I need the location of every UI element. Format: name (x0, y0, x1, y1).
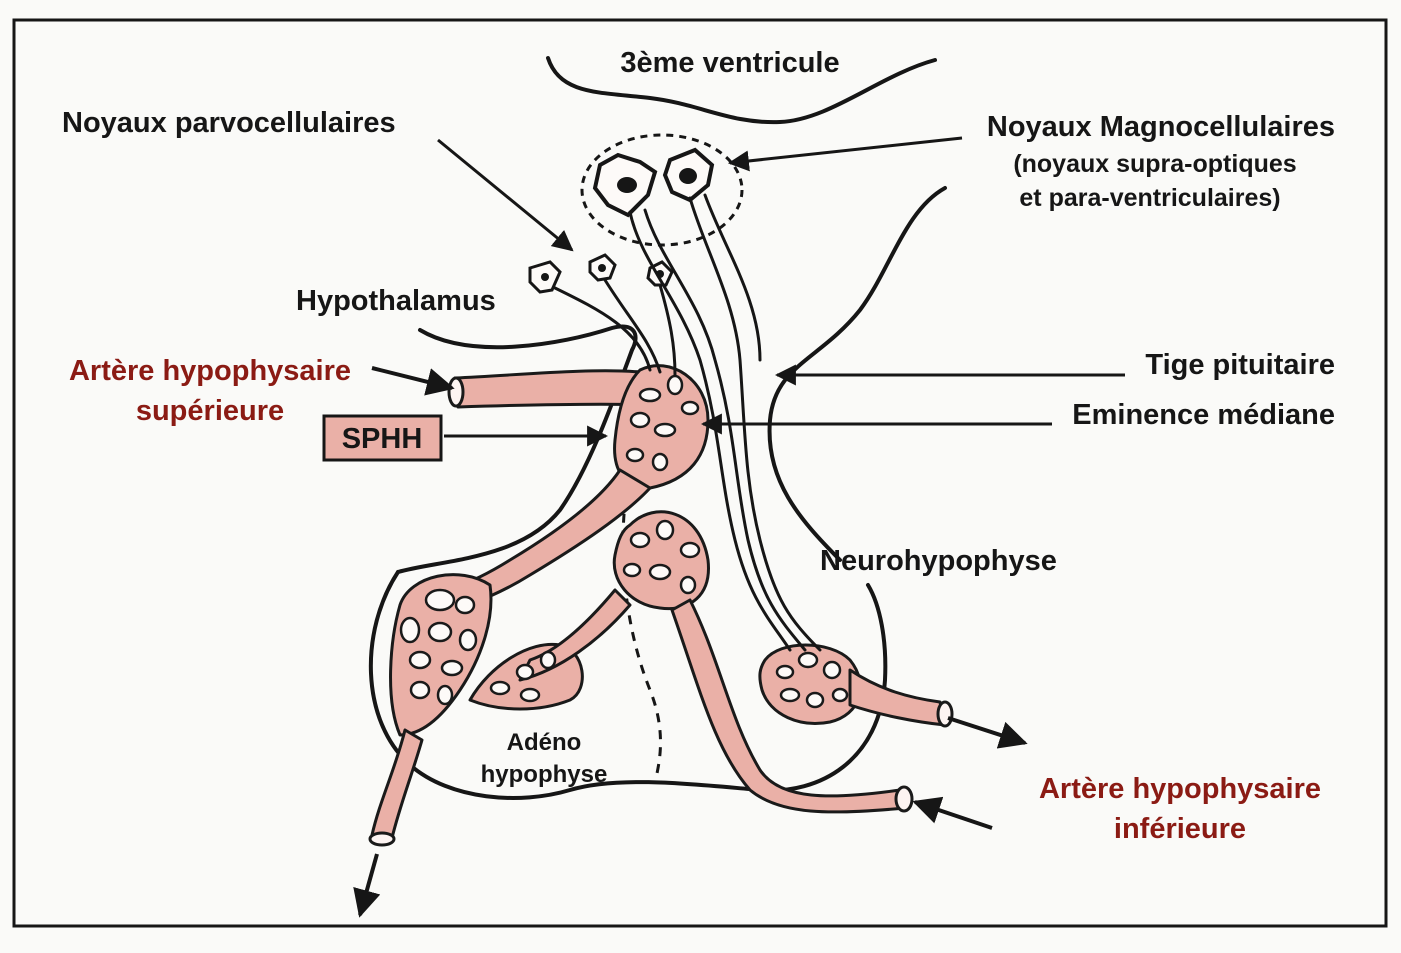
label-inferior-artery-1: Artère hypophysaire (1039, 773, 1321, 805)
label-hypothalamus: Hypothalamus (296, 285, 496, 317)
stalk-right-contour (767, 186, 947, 562)
third-ventricle-outline (546, 56, 937, 125)
pituitary-outline (368, 570, 888, 800)
label-adenohypophysis-1: Adéno (507, 729, 582, 756)
inferior-artery-end (894, 785, 914, 813)
label-magnocellular-detail-1: (noyaux supra-optiques (1013, 150, 1296, 178)
label-adenohypophysis-2: hypophyse (481, 761, 608, 788)
superior-artery-end (447, 376, 465, 408)
label-neurohypophysis: Neurohypophyse (820, 545, 1057, 577)
sphh-box (322, 414, 443, 462)
label-superior-artery-1: Artère hypophysaire (69, 355, 351, 387)
axon-tracts (553, 193, 822, 652)
lobe-separation-dashed (621, 479, 662, 779)
label-magnocellular-detail-2: et para-ventriculaires) (1019, 184, 1280, 212)
capillary-blobs (399, 374, 849, 709)
label-ventricle: 3ème ventricule (620, 47, 839, 79)
posterior-drain-end (936, 700, 954, 728)
hypothalamus-contour (396, 324, 638, 574)
label-sphh: SPHH (342, 423, 423, 455)
label-pituitary-stalk: Tige pituitaire (1145, 349, 1335, 381)
descending-vein-end (368, 831, 396, 847)
pointer-arrows (353, 136, 1125, 918)
label-magnocellular: Noyaux Magnocellulaires (987, 111, 1335, 143)
label-inferior-artery-2: inférieure (1114, 813, 1246, 845)
label-parvocellular: Noyaux parvocellulaires (62, 107, 396, 139)
magnocellular-nuclei-boundary (580, 133, 744, 247)
label-median-eminence: Eminence médiane (1072, 399, 1335, 431)
label-superior-artery-2: supérieure (136, 395, 284, 427)
